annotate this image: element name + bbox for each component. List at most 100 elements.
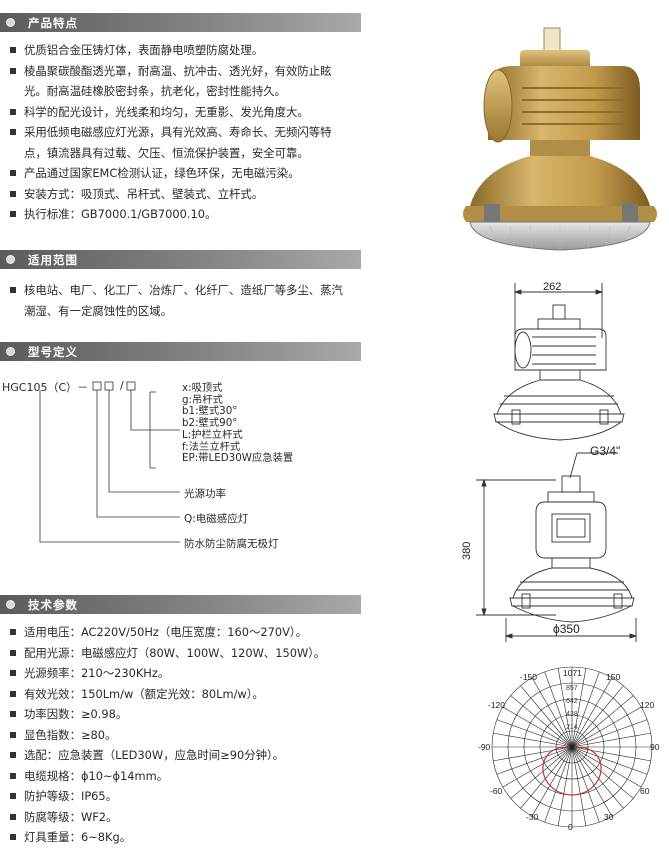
- driver-housing: [488, 66, 640, 140]
- leader-line: [108, 390, 180, 493]
- list-item: 有效光效：150Lm/w（额定光效：80Lm/w）。: [10, 684, 325, 705]
- bullet-circle-icon: [6, 600, 15, 609]
- section-header-features: 产品特点: [0, 13, 361, 32]
- ring-label: 428: [566, 711, 578, 718]
- height-dimension: 380: [461, 542, 473, 560]
- polar-spoke: [510, 746, 573, 799]
- polar-spoke: [571, 746, 587, 826]
- polar-spoke: [531, 677, 573, 748]
- list-item: 棱晶聚碳酸酯透光罩，耐高温、抗冲击、透光好，有效防止眩光。耐高温硅橡胶密封条，抗…: [10, 61, 332, 102]
- angle-label: -150: [520, 672, 537, 682]
- polar-spoke: [502, 706, 573, 748]
- leader-line: [39, 390, 180, 543]
- polar-spoke: [571, 732, 651, 748]
- polar-spoke: [493, 746, 573, 762]
- polar-spoke: [571, 719, 648, 748]
- polar-spoke: [510, 695, 573, 748]
- angle-label: 150: [606, 672, 620, 682]
- leader-line: [96, 390, 180, 518]
- bullet-circle-icon: [6, 255, 15, 264]
- options-brace-ends: [150, 391, 156, 469]
- scope-text: 核电站、电厂、化工厂、冶炼厂、化纤厂、造纸厂等多尘、蒸汽 潮湿、有一定腐蚀性的区…: [10, 280, 343, 322]
- reflector-rim: [463, 206, 657, 222]
- model-code: HGC105（C）－: [2, 381, 89, 394]
- reflector: [470, 156, 650, 206]
- list-item: 执行标准：GB7000.1/GB7000.10。: [10, 204, 332, 225]
- polar-spoke: [571, 746, 634, 799]
- section-header-model: 型号定义: [0, 342, 361, 361]
- max-intensity-label: 1071: [563, 668, 582, 678]
- side-cover: [483, 69, 513, 143]
- clip: [484, 204, 500, 222]
- polar-spoke: [571, 671, 600, 748]
- list-item: 灯具重量：6~8Kg。: [10, 827, 325, 848]
- section-title: 技术参数: [28, 598, 78, 612]
- model-options: x:吸顶式 g:吊杆式 b1:壁式30° b2:壁式90° L:护栏立杆式 f:…: [182, 382, 294, 465]
- polar-spoke: [502, 746, 573, 788]
- thread-label: G3/4": [590, 444, 620, 458]
- polar-spoke: [571, 746, 642, 788]
- angle-label: 90: [650, 742, 660, 752]
- model-slash: /: [120, 379, 124, 392]
- ring-label: 642: [566, 698, 578, 705]
- bullet-circle-icon: [6, 347, 15, 356]
- list-item: 产品通过国家EMC检测认证，绿色环保，无电磁污染。: [10, 163, 332, 184]
- polar-spoke: [496, 719, 573, 748]
- polar-spoke: [571, 746, 624, 809]
- angle-label: -120: [488, 700, 505, 710]
- list-item: 选配：应急装置（LED30W，应急时间≥90分钟）。: [10, 745, 325, 766]
- polar-spoke: [571, 695, 634, 748]
- polar-spoke: [571, 677, 613, 748]
- polar-spoke: [571, 668, 587, 748]
- list-item: 采用低频电磁感应灯光源，具有光效高、寿命长、无频闪等特点，镇流器具有过载、欠压、…: [10, 122, 332, 163]
- angle-label: 120: [640, 700, 654, 710]
- model-name-label: 防水防尘防腐无极灯: [184, 538, 279, 550]
- polar-spoke: [557, 746, 573, 826]
- list-item: 适用电压：AC220V/50Hz（电压宽度：160～270V）。: [10, 622, 325, 643]
- list-item: 电缆规格：ϕ10~ϕ14mm。: [10, 766, 325, 787]
- polar-spoke: [544, 671, 573, 748]
- polar-spoke: [571, 685, 624, 748]
- features-list: 优质铝合金压铸灯体，表面静电喷塑防腐处理。 棱晶聚碳酸酯透光罩，耐高温、抗冲击、…: [10, 40, 332, 225]
- polar-spoke: [520, 746, 573, 809]
- leader-line: [130, 390, 180, 431]
- diameter-dimension: ϕ350: [553, 622, 580, 636]
- polar-spoke: [571, 746, 613, 817]
- light-distribution-curve: [542, 746, 602, 796]
- neck: [530, 140, 590, 156]
- section-title: 型号定义: [28, 345, 78, 359]
- angle-label: 0: [568, 822, 573, 832]
- polar-spoke: [493, 732, 573, 748]
- section-title: 产品特点: [28, 16, 78, 30]
- clip: [622, 204, 638, 222]
- polar-spoke: [571, 706, 642, 748]
- list-item: 显色指数：≥80。: [10, 725, 325, 746]
- angle-label: 60: [640, 786, 650, 796]
- bullet-circle-icon: [6, 18, 15, 27]
- params-list: 适用电压：AC220V/50Hz（电压宽度：160～270V）。 配用光源：电磁…: [10, 622, 325, 848]
- angle-label: -60: [490, 786, 503, 796]
- polar-spoke: [571, 746, 648, 775]
- polar-spoke: [531, 746, 573, 817]
- polar-spoke: [571, 746, 600, 823]
- list-item: 功率因数：≥0.98。: [10, 704, 325, 725]
- section-header-scope: 适用范围: [0, 250, 361, 269]
- list-item: 科学的配光设计，光线柔和均匀，无重影、发光角度大。: [10, 102, 332, 123]
- model-power-label: 光源功率: [184, 488, 226, 500]
- section-title: 适用范围: [28, 253, 78, 267]
- list-item: 防护等级：IP65。: [10, 786, 325, 807]
- list-item: 优质铝合金压铸灯体，表面静电喷塑防腐处理。: [10, 40, 332, 61]
- polar-spoke: [557, 668, 573, 748]
- width-dimension: 262: [543, 281, 561, 293]
- list-item: 配用光源：电磁感应灯（80W、100W、120W、150W）。: [10, 643, 325, 664]
- ring-label: 857: [566, 685, 578, 692]
- angle-label: 30: [604, 812, 614, 822]
- ring-label: 214: [566, 724, 578, 731]
- angle-label: -90: [478, 742, 491, 752]
- list-item: 安装方式：吸顶式、吊杆式、壁装式、立杆式。: [10, 184, 332, 205]
- section-header-params: 技术参数: [0, 595, 361, 614]
- list-item: 光源频率：210～230KHz。: [10, 663, 325, 684]
